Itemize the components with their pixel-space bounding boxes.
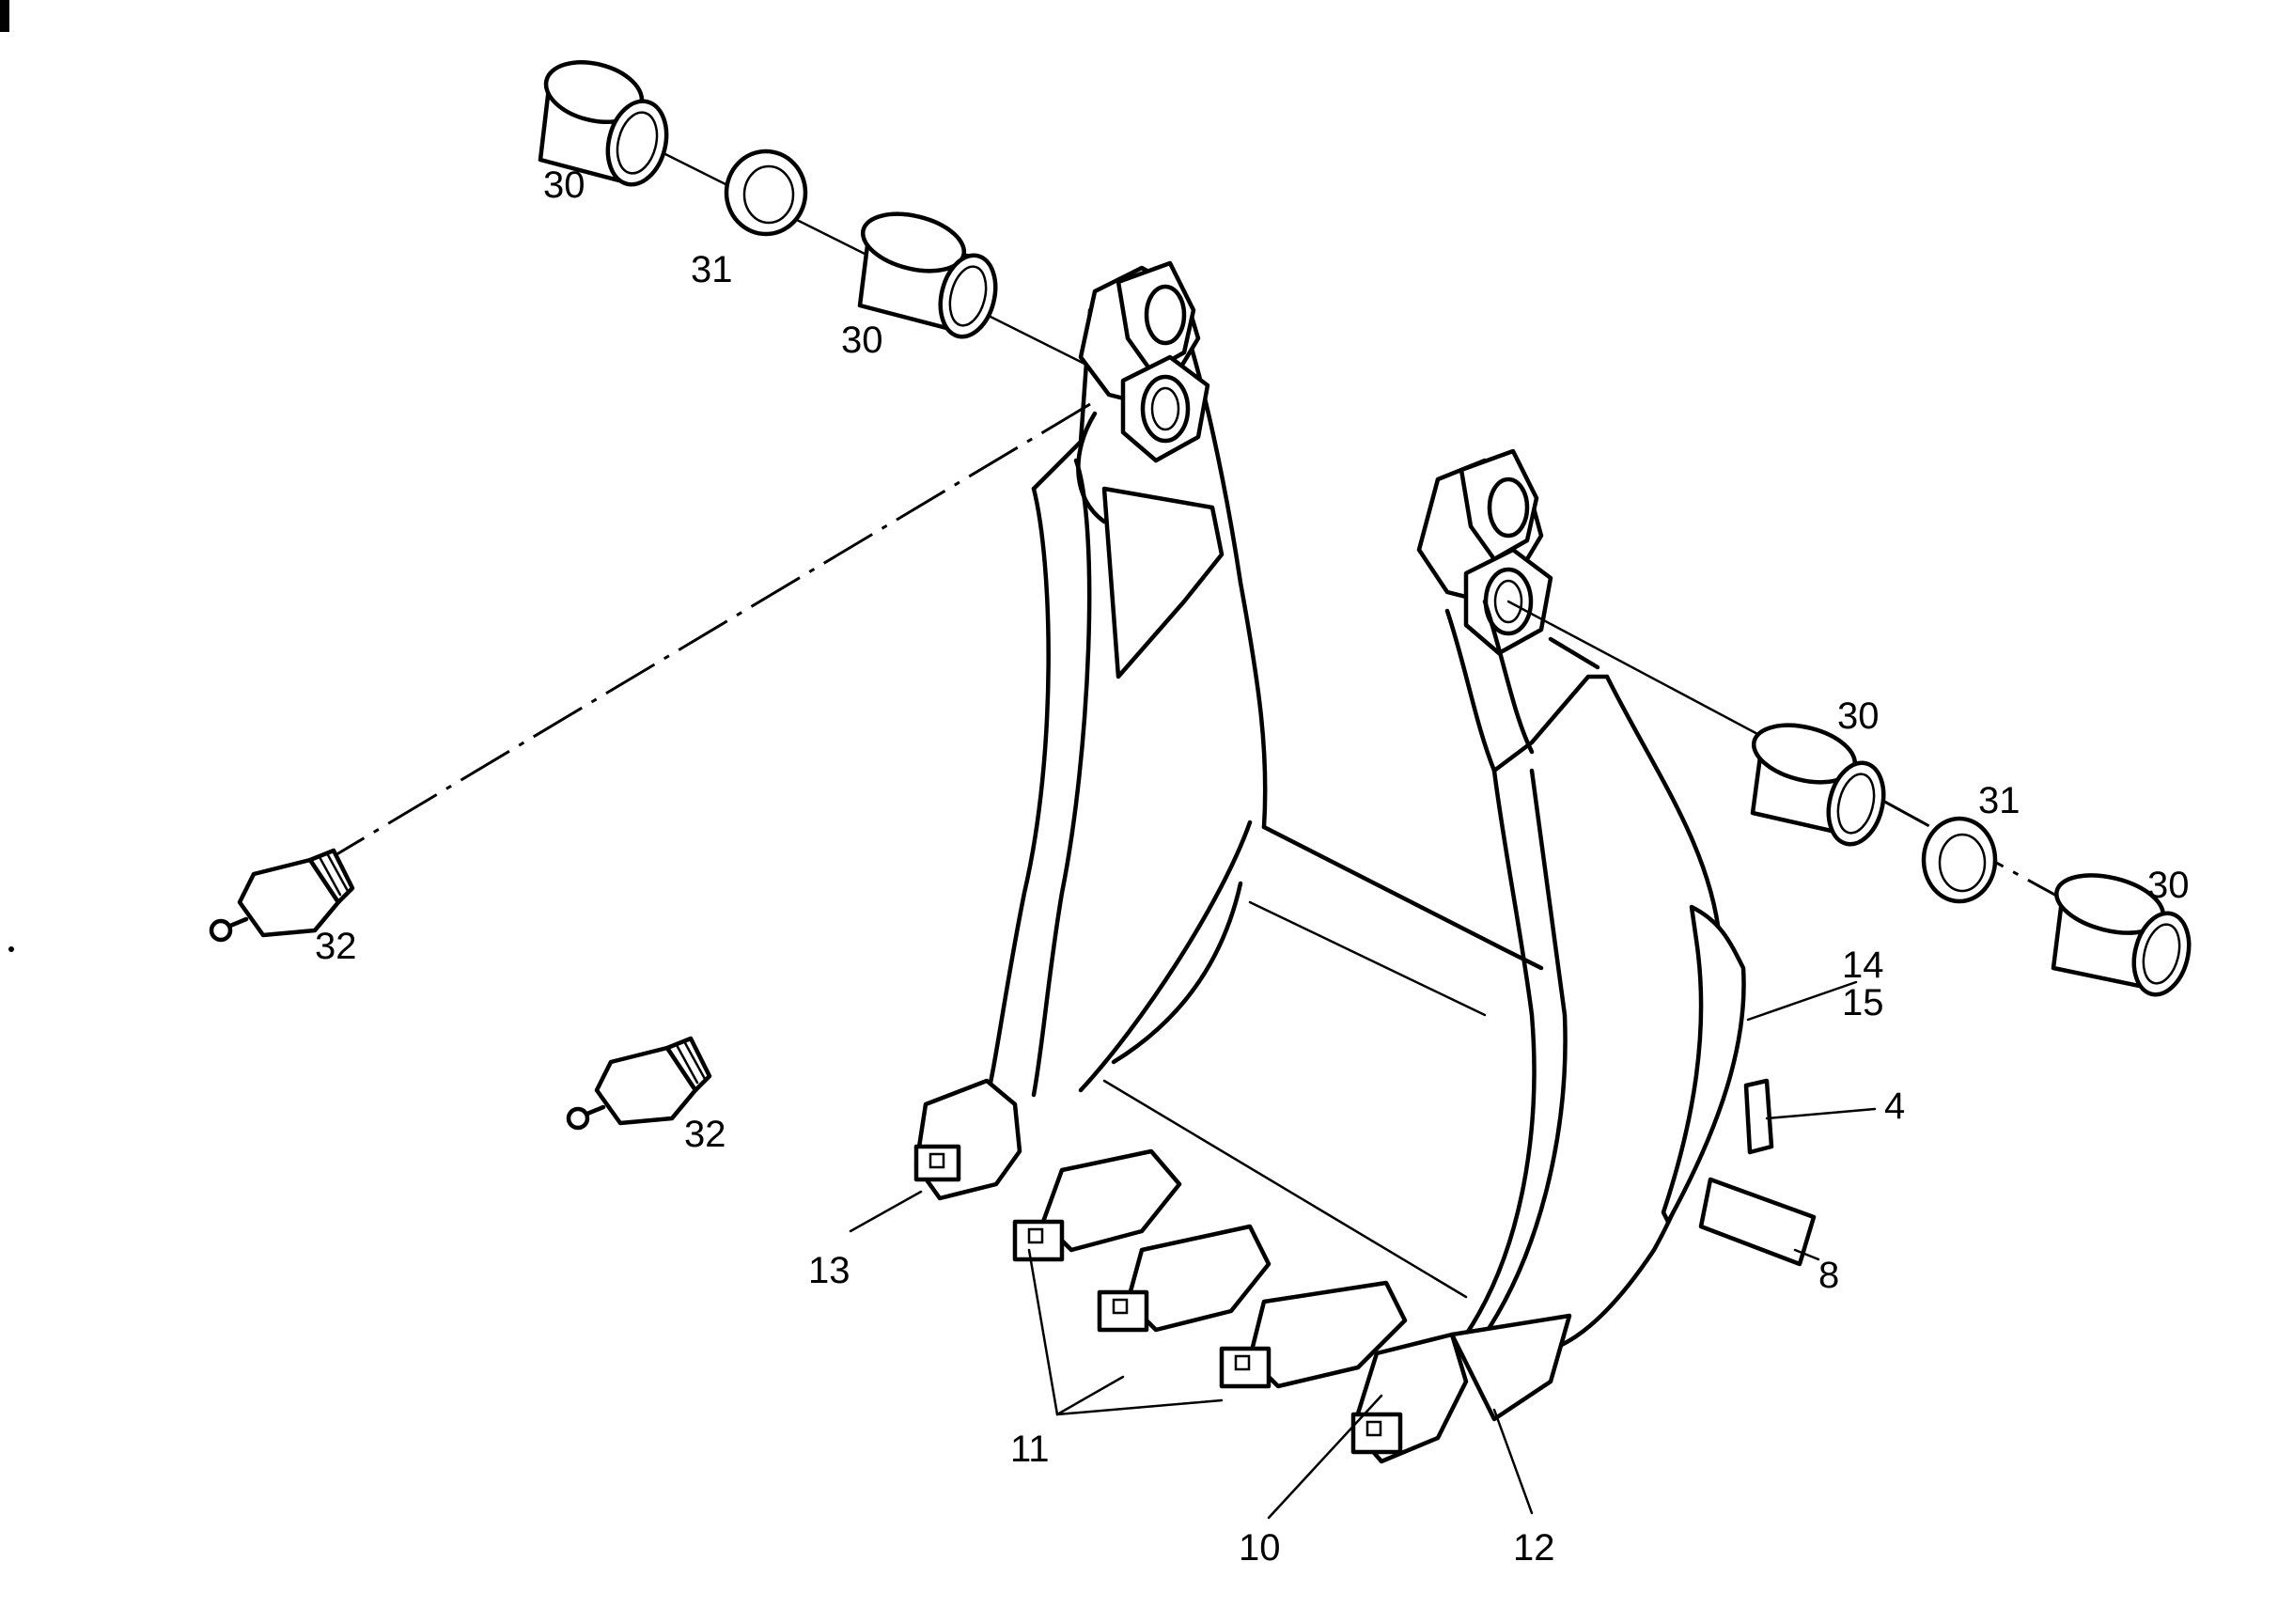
bushing-icon (1750, 723, 1886, 847)
callout-30: 30 (841, 320, 883, 361)
grease-nipple-icon (566, 1036, 712, 1131)
callout-4: 4 (1884, 1085, 1905, 1127)
callout-32: 32 (315, 926, 357, 967)
tooth-icon (1350, 1332, 1469, 1464)
callout-30: 30 (1837, 695, 1880, 737)
callout-15: 15 (1842, 982, 1884, 1023)
seal-ring-icon (1921, 816, 1998, 904)
seal-ring-icon (724, 148, 808, 237)
callout-32: 32 (684, 1114, 726, 1155)
tooth-icon (913, 1078, 1022, 1201)
left-pin-axis (319, 120, 1092, 867)
callout-31: 31 (1978, 780, 2021, 821)
callout-8: 8 (1818, 1255, 1839, 1296)
tooth-icon (1012, 1148, 1182, 1262)
callout-10: 10 (1239, 1527, 1281, 1569)
callout-31: 31 (691, 249, 733, 290)
callout-14: 14 (1842, 945, 1884, 986)
callout-13: 13 (808, 1250, 850, 1291)
tooth-icon (1219, 1280, 1408, 1389)
callout-12: 12 (1513, 1527, 1555, 1569)
bushing-icon (2051, 873, 2192, 997)
callout-11: 11 (1010, 1429, 1050, 1470)
tooth-icon (1097, 1224, 1272, 1333)
bushing-icon (857, 211, 998, 339)
dot-mark (8, 946, 14, 952)
bucket-icon (913, 260, 1817, 1464)
callout-30: 30 (543, 164, 585, 206)
leader-lines (849, 980, 1877, 1520)
callout-30: 30 (2147, 865, 2190, 906)
grease-nipple-icon (209, 848, 355, 943)
corner-mark (0, 0, 9, 32)
bushing-icon (538, 60, 669, 187)
